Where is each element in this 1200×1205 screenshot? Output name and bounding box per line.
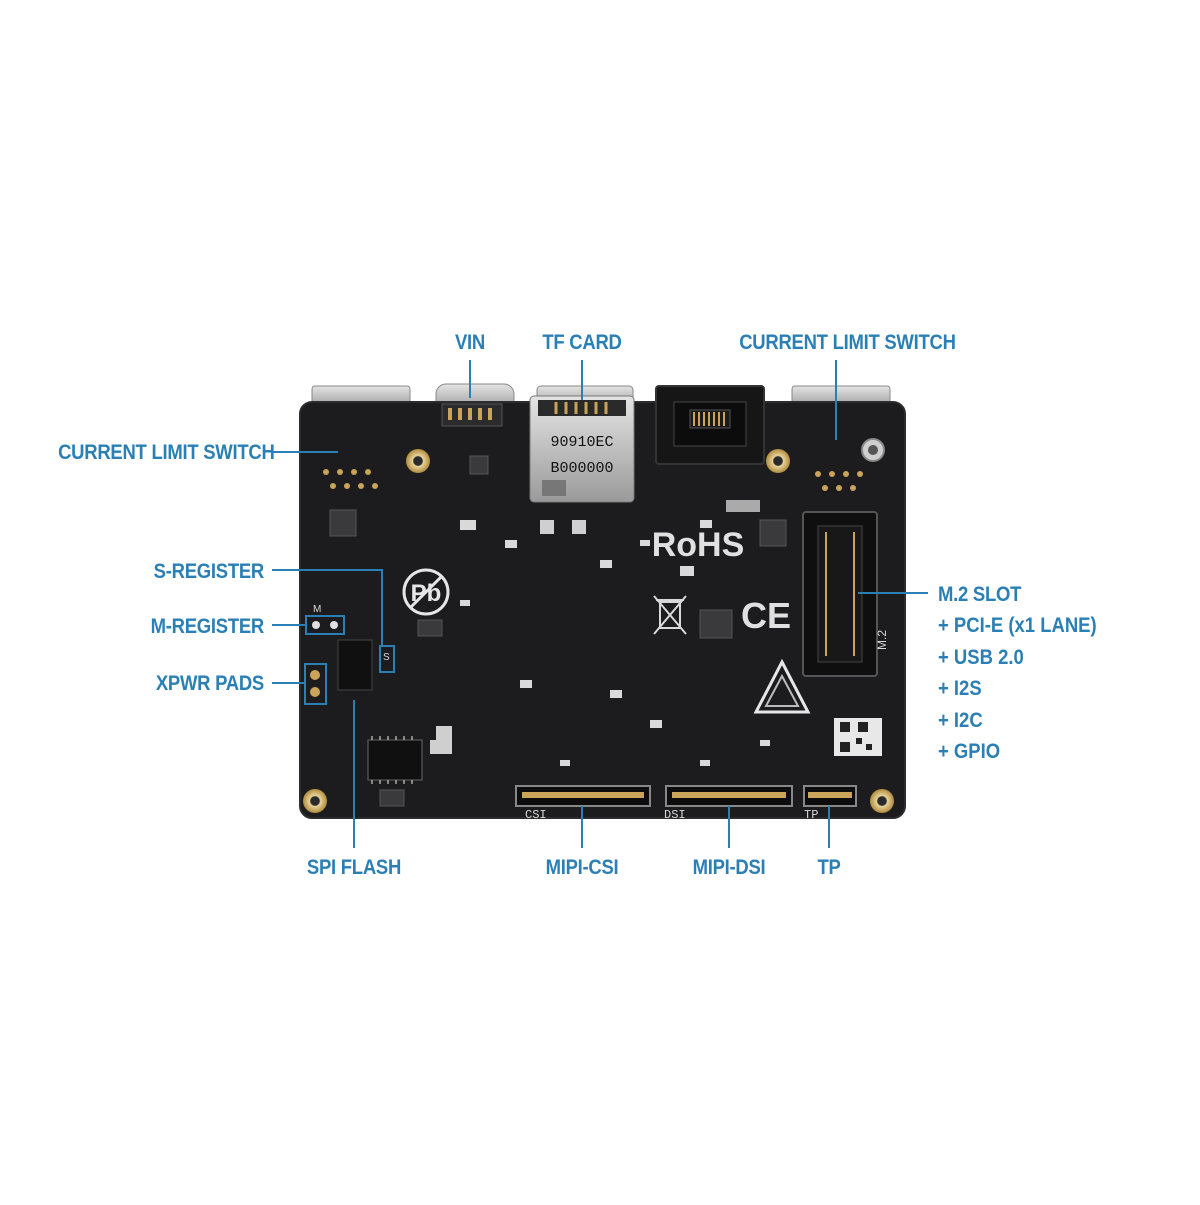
m2-feature-usb: + USB 2.0 <box>938 645 1024 669</box>
dsi-print: DSI <box>664 808 686 822</box>
leader-lines <box>272 360 928 848</box>
label-tp: TP <box>817 856 841 879</box>
csi-print: CSI <box>525 808 547 822</box>
vin-connector <box>441 403 503 427</box>
ce-print: CE <box>741 595 791 636</box>
s-print: S <box>383 652 390 663</box>
label-current-limit-switch-top: CURRENT LIMIT SWITCH <box>739 331 956 354</box>
m2-feature-gpio: + GPIO <box>938 740 1001 763</box>
m2-feature-pcie: + PCI-E (x1 LANE) <box>938 614 1097 637</box>
label-vin: VIN <box>454 331 486 354</box>
qr-label <box>834 718 882 756</box>
label-spi-flash: SPI FLASH <box>306 856 402 879</box>
label-tf-card: TF CARD <box>542 331 622 354</box>
label-mipi-dsi: MIPI-DSI <box>692 856 766 879</box>
label-xpwr-pads: XPWR PADS <box>155 672 264 695</box>
s-register-pads: S <box>379 645 395 673</box>
gold-pads <box>323 469 863 491</box>
m2-slot-connector: M.2 <box>802 511 889 677</box>
weee-bin-icon <box>653 595 687 635</box>
ce-mark: CE <box>741 595 791 636</box>
m2-feature-i2c: + I2C <box>938 708 983 732</box>
label-s-register: S-REGISTER <box>153 560 265 583</box>
pb-free-symbol: Pb <box>402 568 450 616</box>
m-register-pads: M <box>305 604 345 635</box>
ethernet-jack <box>655 385 765 465</box>
m2-print: M.2 <box>875 630 889 650</box>
sd-code-1: 90910EC <box>550 434 613 451</box>
tp-print: TP <box>804 808 818 822</box>
m2-feature-list: + PCI-E (x1 LANE) + USB 2.0 + I2S + I2C … <box>938 610 1118 768</box>
tf-card-slot: 90910EC B000000 <box>529 395 635 503</box>
sd-code-2: B000000 <box>550 460 613 477</box>
csi-connector: CSI <box>515 785 651 822</box>
label-m2-slot: M.2 SLOT <box>938 583 1022 606</box>
label-m-register: M-REGISTER <box>150 615 265 638</box>
m-print: M <box>313 604 321 615</box>
ic-chips <box>337 639 452 784</box>
rohs-print: RoHS <box>652 526 745 564</box>
label-current-limit-switch-left: CURRENT LIMIT SWITCH <box>58 441 275 464</box>
mounting-holes <box>303 438 894 813</box>
m2-feature-i2s: + I2S <box>938 677 982 700</box>
label-mipi-csi: MIPI-CSI <box>545 856 619 879</box>
triangle-logo-icon <box>753 658 811 714</box>
smd-components <box>329 455 787 807</box>
